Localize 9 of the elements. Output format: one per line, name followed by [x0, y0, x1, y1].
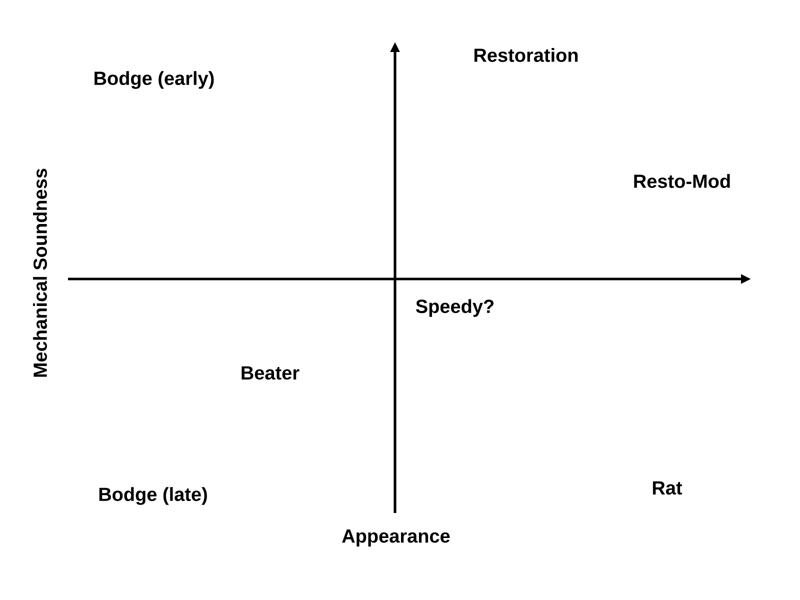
quadrant-label: Rat: [652, 481, 682, 495]
quadrant-label: Beater: [242, 366, 300, 380]
quadrant-label: Resto-Mod: [634, 174, 730, 188]
quadrant-label: Bodge (late): [99, 487, 207, 505]
quadrant-label: Bodge (early): [94, 71, 214, 89]
axis-title: Mechanical Soundness: [33, 168, 47, 377]
axis-title: Appearance: [342, 530, 450, 546]
quadrant-label: Restoration: [474, 48, 578, 62]
quadrant-label: Speedy?: [416, 299, 494, 317]
